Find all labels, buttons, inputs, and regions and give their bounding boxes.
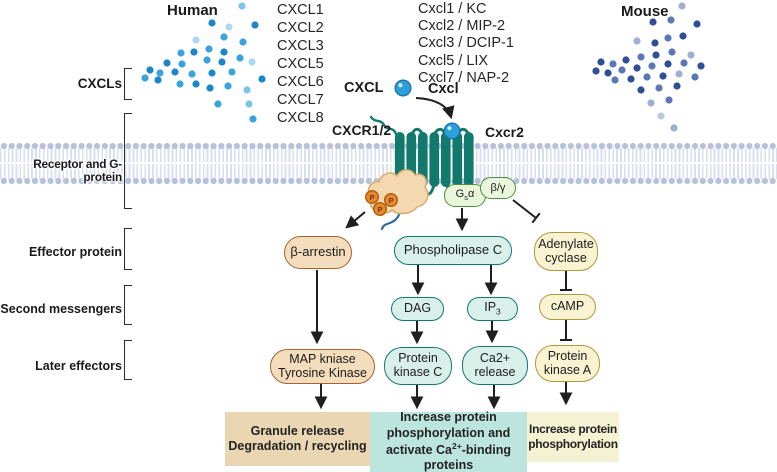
node-protein-kinase-c: Protein kinase C: [384, 347, 452, 385]
gene-list-item: CXCL8: [277, 110, 324, 126]
gene-list-item: Cxcl3 / DCIP-1: [418, 35, 514, 52]
human-title: Human: [167, 2, 218, 19]
receptor-label-mouse: Cxcr2: [485, 124, 524, 140]
svg-text:P: P: [388, 196, 393, 205]
chemokine-ligand-icon: [394, 79, 412, 97]
bracket-later-effectors: [124, 340, 132, 380]
gene-list-item: Cxcl5 / LIX: [418, 52, 489, 69]
node-protein-kinase-a: Protein kinase A: [535, 345, 600, 382]
side-label-receptor-g-protein: Receptor and G-protein: [33, 157, 122, 184]
ligand-binding-arrow: [415, 97, 455, 120]
node-camp: cAMP: [539, 294, 596, 320]
bracket-second-messengers: [124, 285, 132, 325]
ligand-label-mouse: Cxcl: [428, 81, 459, 97]
gene-list-item: CXCL2: [277, 20, 324, 36]
arrow-receptor-to-arrestin: [345, 211, 366, 229]
mouse-gene-list: Cxcl1 / KC Cxcl2 / MIP-2 Cxcl3 / DCIP-1 …: [418, 1, 514, 87]
bound-ligand-icon: [443, 122, 461, 140]
node-beta-arrestin: β-arrestin: [284, 236, 352, 269]
outcome-phospho-calcium: Increase protein phosphorylation and act…: [370, 410, 527, 472]
side-label-later-effectors: Later effectors: [35, 359, 122, 373]
g-betagamma-subunit: β/γ: [480, 177, 516, 199]
receptor-c-tail: [380, 185, 416, 231]
membrane-midline: [0, 162, 777, 165]
human-gene-list: CXCL1 CXCL2 CXCL3 CXCL5 CXCL6 CXCL7 CXCL…: [277, 1, 324, 127]
svg-text:P: P: [369, 193, 374, 202]
human-dots-cluster: [141, 2, 266, 123]
gene-list-item: Cxcl7 / NAP-2: [418, 69, 510, 86]
node-dag: DAG: [391, 297, 444, 321]
receptor-label-human: CXCR1/2: [332, 122, 392, 138]
bracket-effector-protein: [124, 228, 132, 270]
phosphate-icon: P: [384, 192, 399, 207]
gene-list-item: CXCL1: [277, 2, 324, 18]
phosphate-icon: P: [373, 201, 388, 216]
node-phospholipase-c: Phospholipase C: [394, 236, 512, 265]
bracket-cxcls: [124, 68, 132, 100]
gene-list-item: Cxcl1 / KC: [418, 1, 487, 17]
side-label-effector-protein: Effector protein: [28, 245, 122, 259]
mouse-dots-cluster: [592, 2, 705, 132]
node-adenylate-cyclase: Adenylate cyclase: [534, 232, 598, 271]
node-ca-release: Ca2+ release: [462, 346, 528, 385]
svg-text:P: P: [377, 205, 382, 214]
ligand-label-human: CXCL: [344, 80, 384, 96]
gene-list-item: Cxcl2 / MIP-2: [418, 18, 506, 35]
lipid-heads-top: [0, 142, 777, 150]
outcome-granule-release: Granule release Degradation / recycling: [225, 412, 370, 466]
inhibit-betagamma-to-ac: [512, 199, 537, 219]
gene-list-item: CXCL5: [277, 56, 324, 72]
side-label-second-messengers: Second messengers: [0, 302, 122, 316]
gene-list-item: CXCL3: [277, 38, 324, 54]
outcome-phosphorylation: Increase protein phosphorylation: [527, 412, 619, 462]
bracket-receptor-g-protein: [124, 113, 132, 209]
mouse-title: Mouse: [621, 3, 669, 20]
gene-list-item: CXCL7: [277, 92, 324, 108]
node-ip3: IP3: [467, 297, 518, 321]
node-map-kinase: MAP kniase Tyrosine Kinase: [270, 349, 375, 384]
gene-list-item: CXCL6: [277, 74, 324, 90]
side-label-cxcls: CXCLs: [77, 76, 122, 91]
inhibit-bar: [531, 212, 541, 224]
phosphate-icon: P: [365, 189, 380, 204]
